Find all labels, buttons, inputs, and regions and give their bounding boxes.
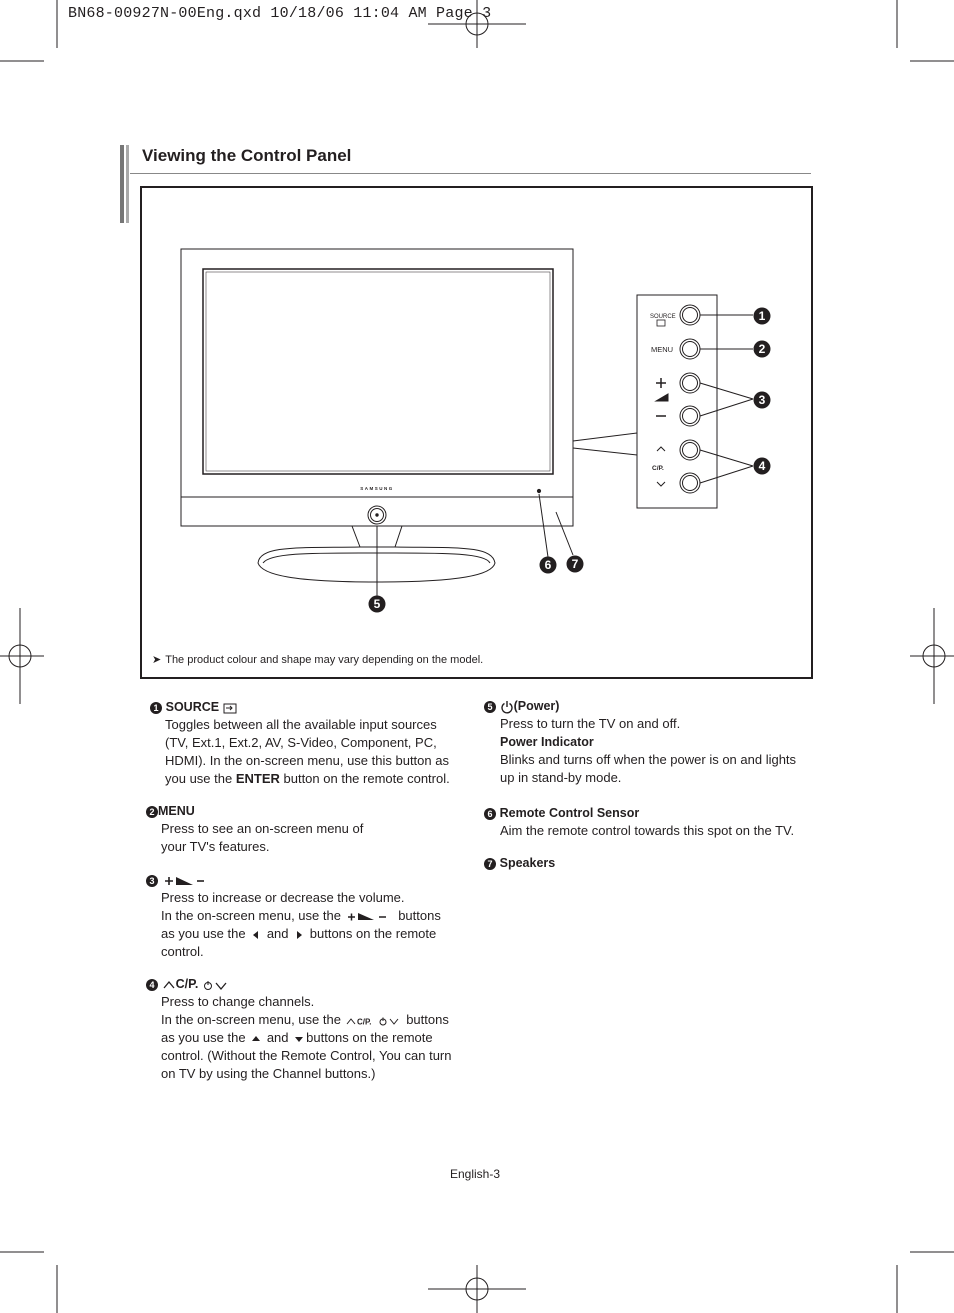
panel-label-source: SOURCE [650,314,676,320]
item-text: Press to turn the TV on and off. [500,716,681,731]
callout-3: 3 [759,393,766,407]
item-text: HDMI). In the on-screen menu, use this b… [165,753,449,768]
item-number: 1 [150,701,162,714]
item-volume: 3 Press to increase or decrease the volu… [146,871,466,961]
svg-text:C/P.: C/P. [357,1017,372,1026]
source-icon [223,703,237,714]
page-number: English-3 [450,1167,501,1181]
brand-logo: SAMSUNG [360,486,394,491]
item-title: SOURCE [165,700,220,714]
tv-screen-inner [205,271,551,472]
power-channel-down-icon [203,980,227,990]
item-text: Toggles between all the available input … [165,717,437,732]
item-text: Aim the remote control towards this spot… [500,823,795,838]
panel-label-channel: C/P. [652,465,664,472]
title-accent-bar-light [126,145,129,223]
tv-diagram: SAMSUNG SOURCE MENU C/P. 1 2 3 4 5 6 7 [180,248,771,613]
left-arrow-icon [253,930,259,939]
item-text: up in stand-by mode. [500,770,622,785]
item-number: 7 [484,857,496,870]
item-text: control. [161,944,204,959]
right-arrow-icon [297,930,303,939]
down-arrow-icon [295,1036,304,1042]
item-text: your TV's features. [161,839,270,854]
item-number: 3 [146,874,158,887]
callout-2: 2 [759,342,766,356]
item-sensor: 6 Remote Control Sensor Aim the remote c… [484,804,814,840]
item-text: (TV, Ext.1, Ext.2, AV, S-Video, Componen… [165,735,437,750]
item-speakers: 7 Speakers [484,854,814,872]
item-title: (Power) [513,699,560,713]
item-title: MENU [158,804,195,818]
item-number: 2 [146,805,158,818]
print-file-header: BN68-00927N-00Eng.qxd 10/18/06 11:04 AM … [68,5,492,22]
item-text: Blinks and turns off when the power is o… [500,752,797,767]
item-text: control. (Without the Remote Control, Yo… [161,1048,452,1063]
callout-6: 6 [545,558,552,572]
volume-icon [164,876,204,885]
panel-buttons [679,304,701,494]
note-arrow-icon: ➤ [152,654,162,666]
channel-buttons-icon: C/P. [346,1017,398,1026]
callout-4: 4 [759,459,766,473]
channel-up-icon [163,980,175,988]
panel-label-menu: MENU [651,345,673,354]
item-source: 1 SOURCE Toggles between all the availab… [150,698,470,788]
power-icon [500,700,513,714]
callout-1: 1 [759,309,766,323]
item-text: you use the ENTER button on the remote c… [165,771,450,786]
item-text: as you use the and buttons on the remote [161,1030,433,1045]
figure-note: ➤The product colour and shape may vary d… [152,653,483,666]
up-arrow-icon [252,1035,261,1041]
tv-figure-box [140,186,813,679]
item-text: on TV by using the Channel buttons.) [161,1066,376,1081]
power-button [367,505,387,525]
title-accent-bar [120,145,124,223]
note-text: The product colour and shape may vary de… [165,654,484,666]
item-title: Speakers [499,856,556,870]
item-text: Press to see an on-screen menu of [161,821,364,836]
title-divider [130,173,811,174]
item-number: 5 [484,700,496,713]
callout-5: 5 [374,597,381,611]
item-title: Remote Control Sensor [499,806,640,820]
tv-body [180,248,574,527]
item-number: 4 [146,978,158,991]
page-title: Viewing the Control Panel [142,146,352,165]
item-power: 5 (Power) Press to turn the TV on and of… [484,697,814,787]
item-text: In the on-screen menu, use the buttons [161,908,441,923]
item-text: as you use the and buttons on the remote [161,926,437,941]
callout-badges [368,307,771,613]
item-text: In the on-screen menu, use the C/P. butt… [161,1012,449,1027]
remote-sensor-dot [536,488,542,494]
item-text: Press to change channels. [161,994,315,1009]
volume-icon [347,912,386,921]
item-number: 6 [484,807,496,820]
item-title: C/P. [175,977,199,991]
item-channel: 4 C/P. Press to change channels. In the … [146,975,476,1083]
item-subtitle: Power Indicator [500,735,594,749]
side-control-panel [636,294,718,509]
item-text: Press to increase or decrease the volume… [161,890,405,905]
tv-screen [202,268,554,475]
callout-7: 7 [572,557,579,571]
tv-stand [257,546,496,583]
